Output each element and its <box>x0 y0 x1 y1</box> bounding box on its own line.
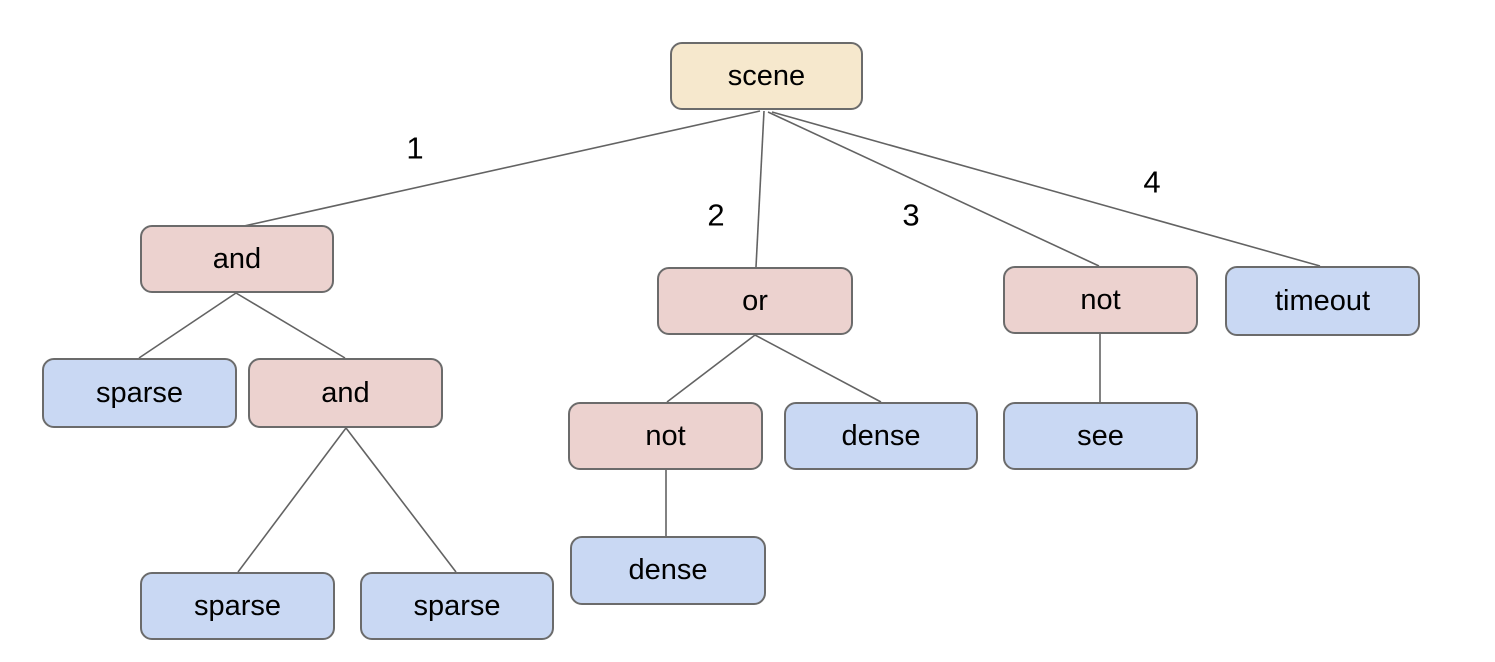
edge-and-1-to-sparse-1 <box>138 292 237 359</box>
node-sparse-1: sparse <box>42 358 237 428</box>
edge-and-2-to-sparse-2 <box>237 427 347 573</box>
node-timeout-1: timeout <box>1225 266 1420 336</box>
edge-or-1-to-dense-1 <box>754 334 882 403</box>
node-dense-2: dense <box>570 536 766 605</box>
node-sparse-3: sparse <box>360 572 554 640</box>
edge-scene-to-or-1 <box>755 110 765 268</box>
node-and-2: and <box>248 358 443 428</box>
node-not-2: not <box>568 402 763 470</box>
edge-and-2-to-sparse-3 <box>345 427 457 573</box>
edge-and-1-to-and-2 <box>235 292 346 359</box>
edge-label-2: 2 <box>707 198 724 233</box>
node-dense-1: dense <box>784 402 978 470</box>
edge-or-1-to-not-2 <box>666 334 756 403</box>
edge-label-4: 4 <box>1143 165 1160 200</box>
edge-scene-to-timeout-1 <box>771 111 1321 267</box>
node-see-1: see <box>1003 402 1198 470</box>
node-or-1: or <box>657 267 853 335</box>
node-sparse-2: sparse <box>140 572 335 640</box>
edge-label-1: 1 <box>406 131 423 166</box>
edge-scene-to-not-1 <box>767 111 1100 267</box>
edge-label-3: 3 <box>902 198 919 233</box>
node-and-1: and <box>140 225 334 293</box>
node-not-1: not <box>1003 266 1198 334</box>
node-scene: scene <box>670 42 863 110</box>
edge-scene-to-and-1 <box>243 110 761 227</box>
